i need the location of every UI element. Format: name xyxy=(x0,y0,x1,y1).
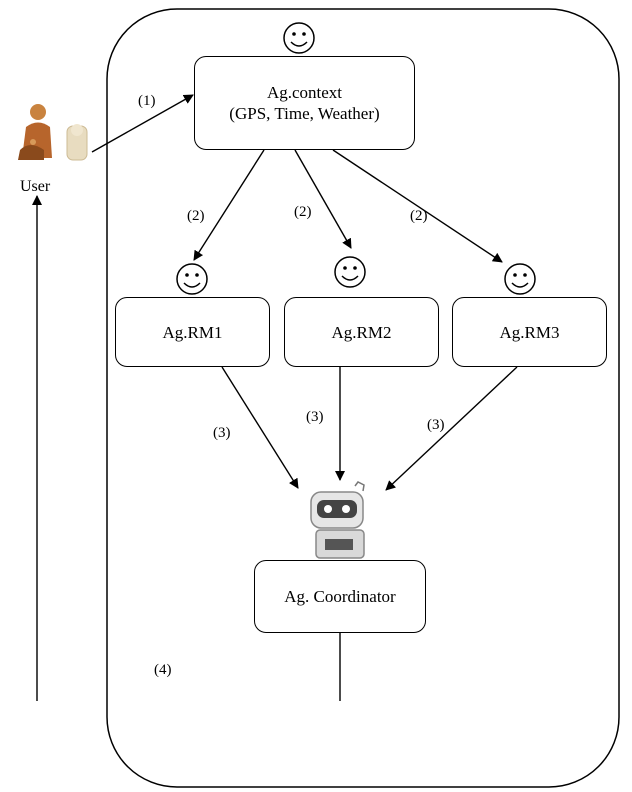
step-label-3-rm2: (3) xyxy=(306,409,324,425)
step-label-2-rm1: (2) xyxy=(187,208,205,224)
rm2-agent-smiley-icon xyxy=(334,256,366,288)
coordinator-box: Ag. Coordinator xyxy=(254,560,426,633)
arrow-context-to-rm2 xyxy=(294,149,352,249)
arrow-user-to-context xyxy=(91,94,194,153)
step-label-3-rm3: (3) xyxy=(427,417,445,433)
context-agent-title: Ag.context xyxy=(266,83,343,102)
rm1-agent-box: Ag.RM1 xyxy=(115,297,270,367)
rm3-agent-label: Ag.RM3 xyxy=(499,322,560,342)
coordinator-label: Ag. Coordinator xyxy=(284,587,396,606)
rm3-agent-box: Ag.RM3 xyxy=(452,297,607,367)
rm2-agent-box: Ag.RM2 xyxy=(284,297,439,367)
user-figure-icon xyxy=(18,104,88,161)
arrow-context-to-rm3 xyxy=(332,149,503,263)
context-agent-box: Ag.context (GPS, Time, Weather) xyxy=(194,56,415,150)
context-agent-smiley-icon xyxy=(283,22,315,54)
step-label-4: (4) xyxy=(154,662,172,678)
step-label-2-rm2: (2) xyxy=(294,204,312,220)
step-label-3-rm1: (3) xyxy=(213,425,231,441)
step-label-2-rm3: (2) xyxy=(410,208,428,224)
user-label: User xyxy=(20,178,51,195)
step-label-1: (1) xyxy=(138,93,156,109)
arrow-context-to-rm1 xyxy=(193,149,265,261)
arrow-rm3-to-coordinator xyxy=(385,366,518,491)
rm1-agent-label: Ag.RM1 xyxy=(162,322,223,342)
coordinator-robot-icon xyxy=(310,481,365,559)
rm3-agent-smiley-icon xyxy=(504,263,536,295)
rm1-agent-smiley-icon xyxy=(176,263,208,295)
arrow-rm1-to-coordinator xyxy=(221,366,299,489)
context-agent-sources: (GPS, Time, Weather) xyxy=(229,104,380,123)
system-boundary xyxy=(106,8,620,788)
rm2-agent-label: Ag.RM2 xyxy=(331,322,392,342)
